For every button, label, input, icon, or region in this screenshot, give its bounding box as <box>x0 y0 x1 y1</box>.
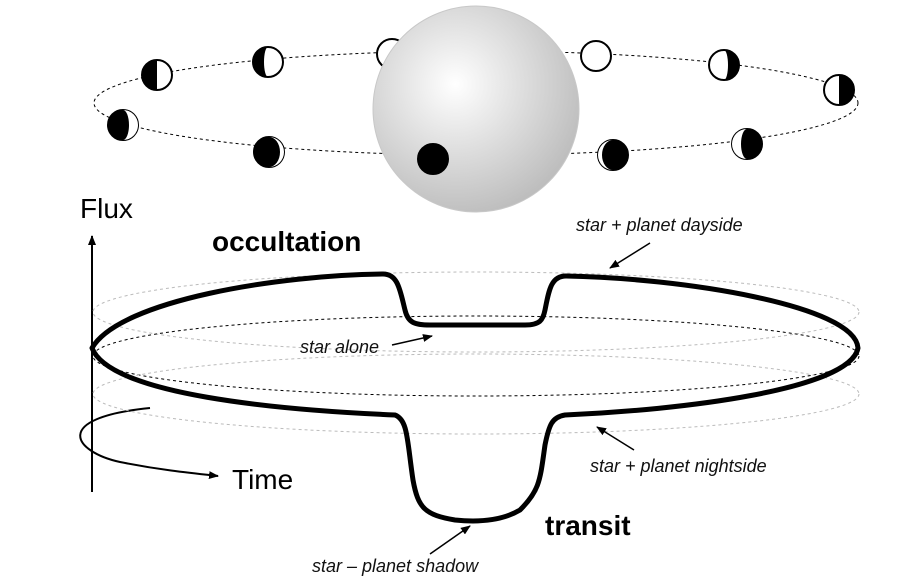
arrow-dayside <box>609 242 651 269</box>
planet-back-right-outer <box>708 49 740 81</box>
light-curve <box>89 271 861 524</box>
orbit-group <box>93 5 859 213</box>
time-axis-arrow <box>79 407 219 480</box>
guide-nightside-level <box>92 353 860 435</box>
planet-right-end <box>823 74 855 106</box>
planet-back-right-inner <box>580 40 612 72</box>
planet-left-end <box>107 109 139 141</box>
occultation-label: occultation <box>212 226 361 257</box>
time-axis-label: Time <box>232 464 293 495</box>
arrow-nightside <box>596 426 635 451</box>
arrow-star-alone <box>391 334 433 346</box>
arrow-planet-shadow <box>429 525 471 555</box>
flux-axis-label: Flux <box>80 193 133 224</box>
planet-back-left-inner <box>252 46 284 78</box>
star-plus-dayside-label: star + planet dayside <box>576 215 743 235</box>
annotation-arrows <box>391 242 651 555</box>
star-minus-shadow-label: star – planet shadow <box>312 556 479 576</box>
axes-group <box>79 235 219 492</box>
star-plus-nightside-label: star + planet nightside <box>590 456 767 476</box>
planet-front-right-outer <box>731 128 763 160</box>
star-alone-label: star alone <box>300 337 379 357</box>
transit-label: transit <box>545 510 631 541</box>
planet-front-center <box>417 143 449 175</box>
planet-back-left-outer <box>141 59 173 91</box>
planet-front-right-inner <box>597 139 629 171</box>
star <box>372 5 580 213</box>
reference-guides <box>92 271 860 435</box>
guide-dayside-level <box>92 271 860 353</box>
guide-star-alone-level <box>92 315 860 397</box>
planet-front-left-outer <box>253 136 285 168</box>
